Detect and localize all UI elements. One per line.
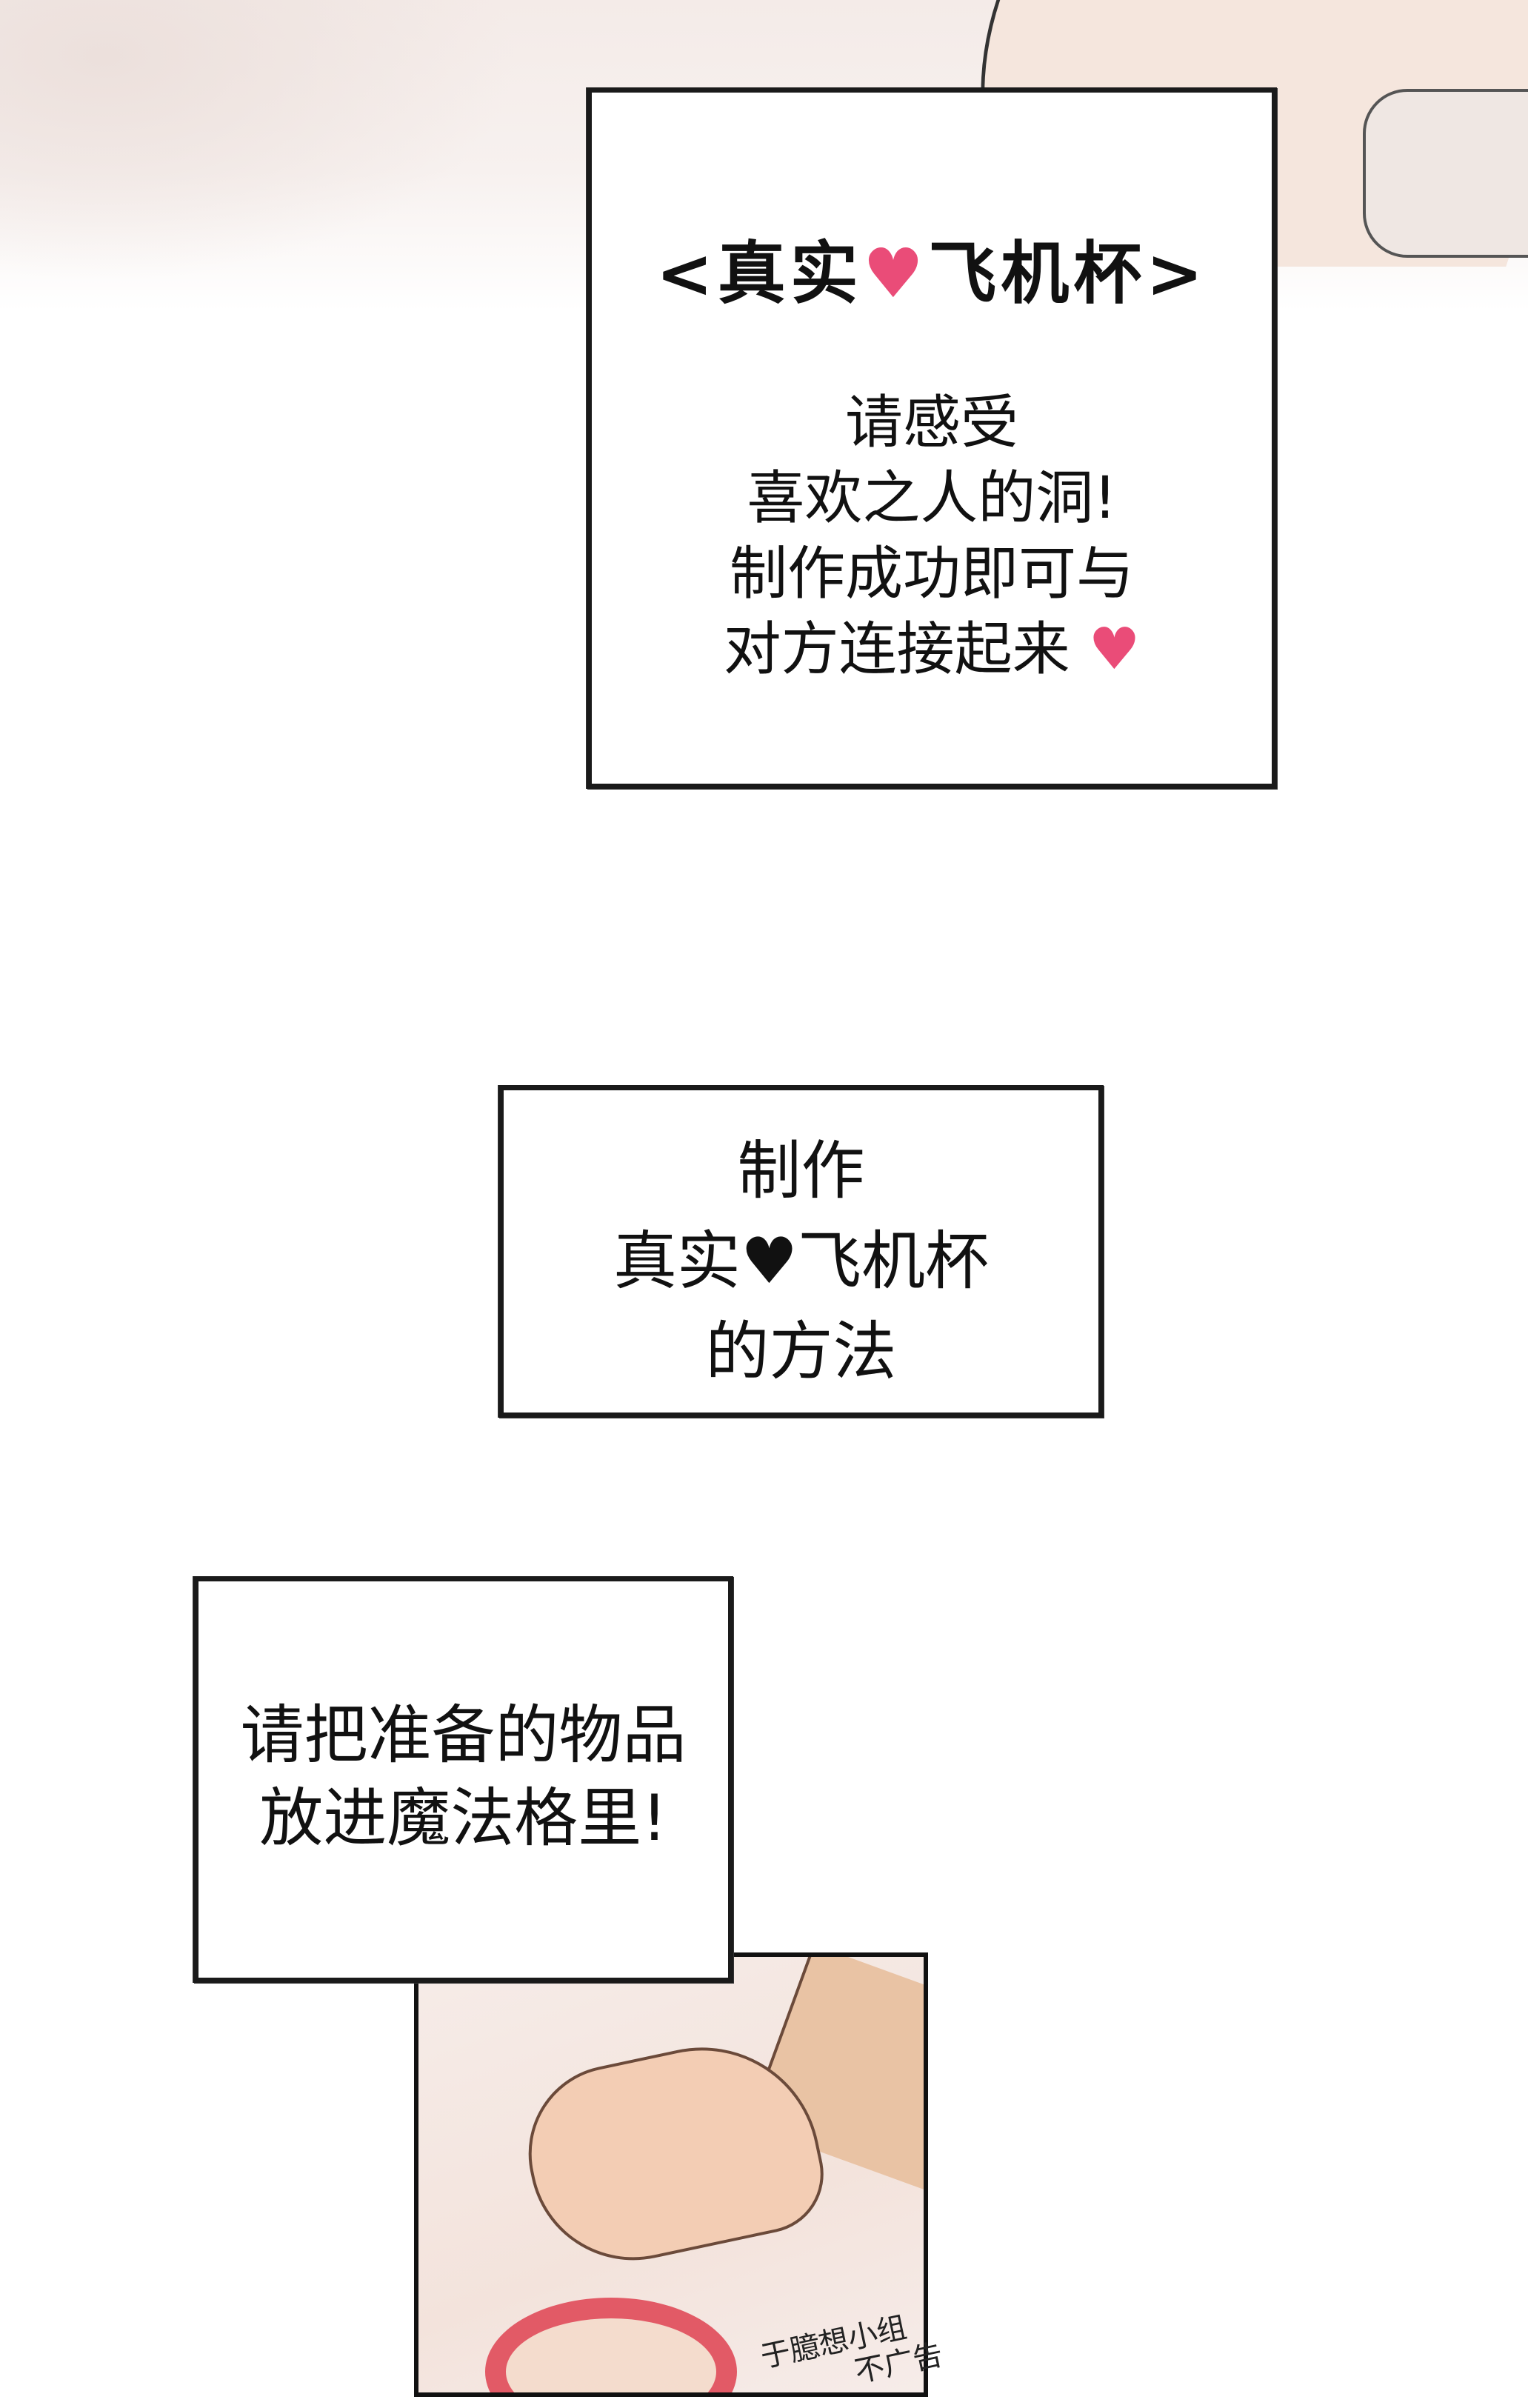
- sparkle-background: [0, 0, 518, 281]
- sleeve-cuff: [1363, 89, 1528, 258]
- caption-body: 制作 真实♥飞机杯 的方法: [504, 1126, 1098, 1397]
- caption-line: 的方法: [705, 1315, 897, 1389]
- caption-line: 喜欢之人的洞!: [747, 465, 1117, 532]
- black-heart-icon: ♥: [740, 1224, 798, 1298]
- caption-line-text: 对方连接起来: [723, 616, 1070, 683]
- caption-box-title: <真实♥飞机杯> 请感受 喜欢之人的洞! 制作成功即可与 对方连接起来 ♥: [587, 87, 1277, 789]
- heart-icon: ♥: [1088, 616, 1141, 683]
- caption-line: 请感受: [844, 390, 1018, 456]
- cup-illustration: [485, 2298, 737, 2392]
- caption-box-instruction: 请把准备的物品 放进魔法格里!: [193, 1576, 733, 1983]
- caption-body: 请把准备的物品 放进魔法格里!: [198, 1694, 728, 1860]
- title-right-text: 飞机杯>: [928, 234, 1208, 313]
- caption-line-text: 飞机杯: [798, 1224, 990, 1298]
- caption-line: 制作成功即可与: [729, 541, 1134, 607]
- caption-line: 真实♥飞机杯: [504, 1216, 1098, 1307]
- caption-line: 放进魔法格里!: [259, 1781, 667, 1855]
- caption-line: 制作: [737, 1134, 865, 1208]
- heart-icon: ♥: [862, 234, 929, 313]
- caption-line-text: 真实: [613, 1224, 741, 1298]
- caption-box-method: 制作 真实♥飞机杯 的方法: [498, 1085, 1104, 1418]
- caption-line: 请把准备的物品: [240, 1698, 687, 1772]
- caption-body: 请感受 喜欢之人的洞! 制作成功即可与 对方连接起来 ♥: [592, 385, 1272, 687]
- caption-title: <真实♥飞机杯>: [592, 219, 1272, 317]
- caption-line: 对方连接起来 ♥: [592, 612, 1272, 687]
- title-left-text: <真实: [655, 234, 863, 313]
